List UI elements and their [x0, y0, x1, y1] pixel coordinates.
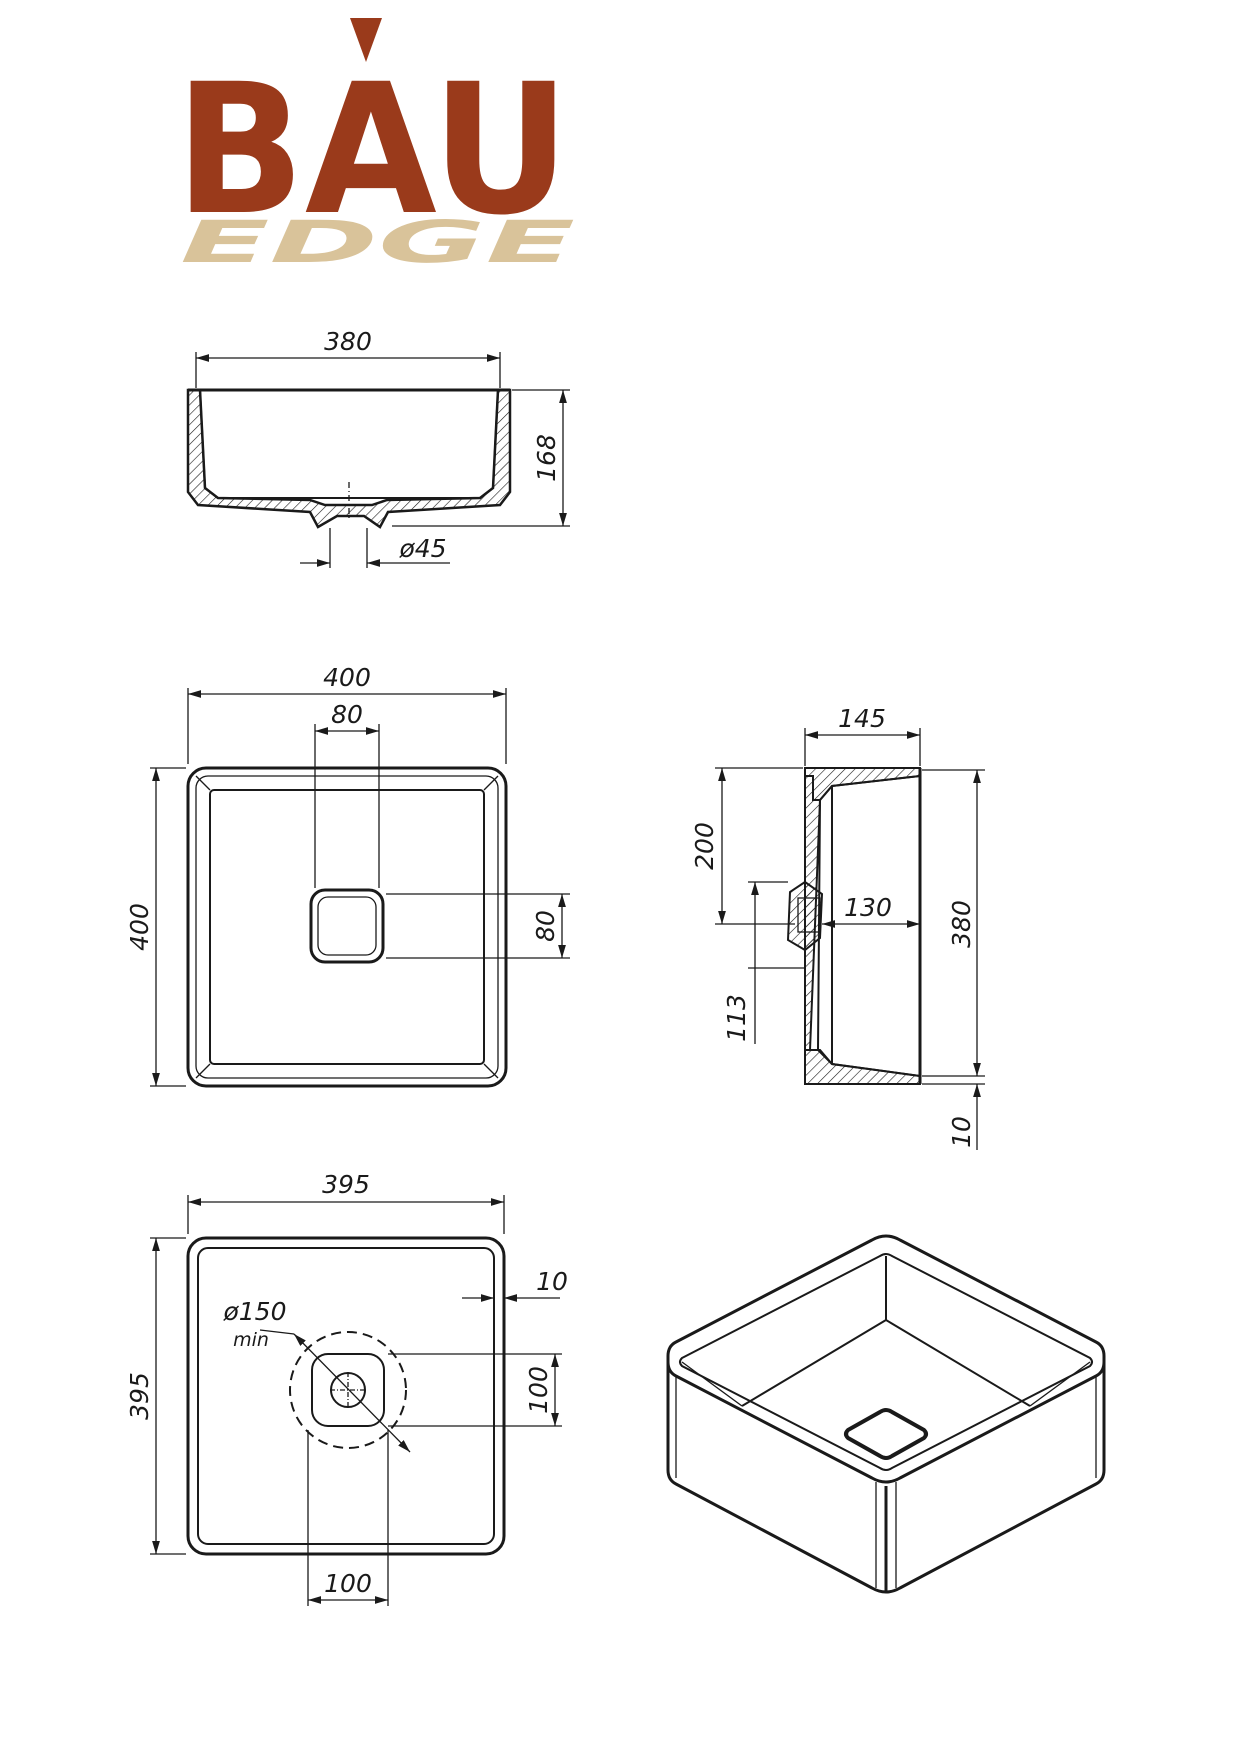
top-view-drain-outer [309, 888, 385, 964]
top-height-label: 400 [125, 903, 154, 951]
base-width-label: 395 [322, 1170, 370, 1199]
base-drain-width-label: 100 [324, 1569, 372, 1598]
side-depth-label: 145 [838, 704, 886, 733]
side-inner-surface [816, 775, 921, 1077]
base-height-label: 395 [125, 1372, 154, 1420]
brand-logo-name: BAU [175, 46, 570, 255]
section-wall [186, 388, 512, 529]
iso-base-outline [666, 1469, 1106, 1594]
side-top-wall [804, 767, 921, 801]
brand-logo-sub: EDGE [180, 208, 575, 276]
side-bottom-label: 113 [722, 994, 751, 1042]
base-clearance-label: ø150 [222, 1297, 286, 1326]
top-view: 400 80 400 80 [125, 663, 570, 1088]
section-height-label: 168 [532, 434, 561, 482]
side-drain-boss [786, 880, 824, 952]
top-width-label: 400 [323, 663, 371, 692]
iso-drain [844, 1408, 928, 1460]
base-clearance-note: min [233, 1329, 269, 1351]
side-height-label: 380 [947, 900, 976, 948]
iso-rim-inner [679, 1253, 1093, 1471]
base-drain-height-label: 100 [524, 1366, 553, 1414]
side-base-label: 10 [947, 1116, 976, 1148]
section-inner-surface [199, 389, 499, 499]
base-view: ø150 min 395 395 10 100 100 [125, 1170, 568, 1606]
section-width-label: 380 [324, 327, 372, 356]
drain-height-label: 80 [531, 910, 560, 942]
section-view: 380 168 ø45 [186, 327, 570, 568]
top-view-drain-inner [317, 896, 377, 956]
top-view-outer-rim [186, 766, 508, 1088]
top-view-basin-floor [209, 789, 485, 1065]
drain-width-label: 80 [331, 700, 363, 729]
top-view-rim-inner [195, 775, 499, 1079]
base-clearance-leader [293, 1333, 411, 1453]
base-outer-outline [186, 1236, 506, 1556]
isometric-view [666, 1234, 1106, 1594]
base-inset-label: 10 [536, 1267, 568, 1296]
side-section-view: 145 200 130 113 380 10 [690, 704, 985, 1150]
waste-diameter-label: ø45 [398, 534, 446, 563]
iso-basin-floor-edges [741, 1319, 1031, 1407]
logo-accent-mark [350, 18, 382, 62]
brand-logo: BAU EDGE [175, 18, 575, 276]
base-inner-outline [197, 1247, 495, 1545]
side-drain-label: 130 [844, 893, 892, 922]
side-top-label: 200 [690, 822, 719, 870]
